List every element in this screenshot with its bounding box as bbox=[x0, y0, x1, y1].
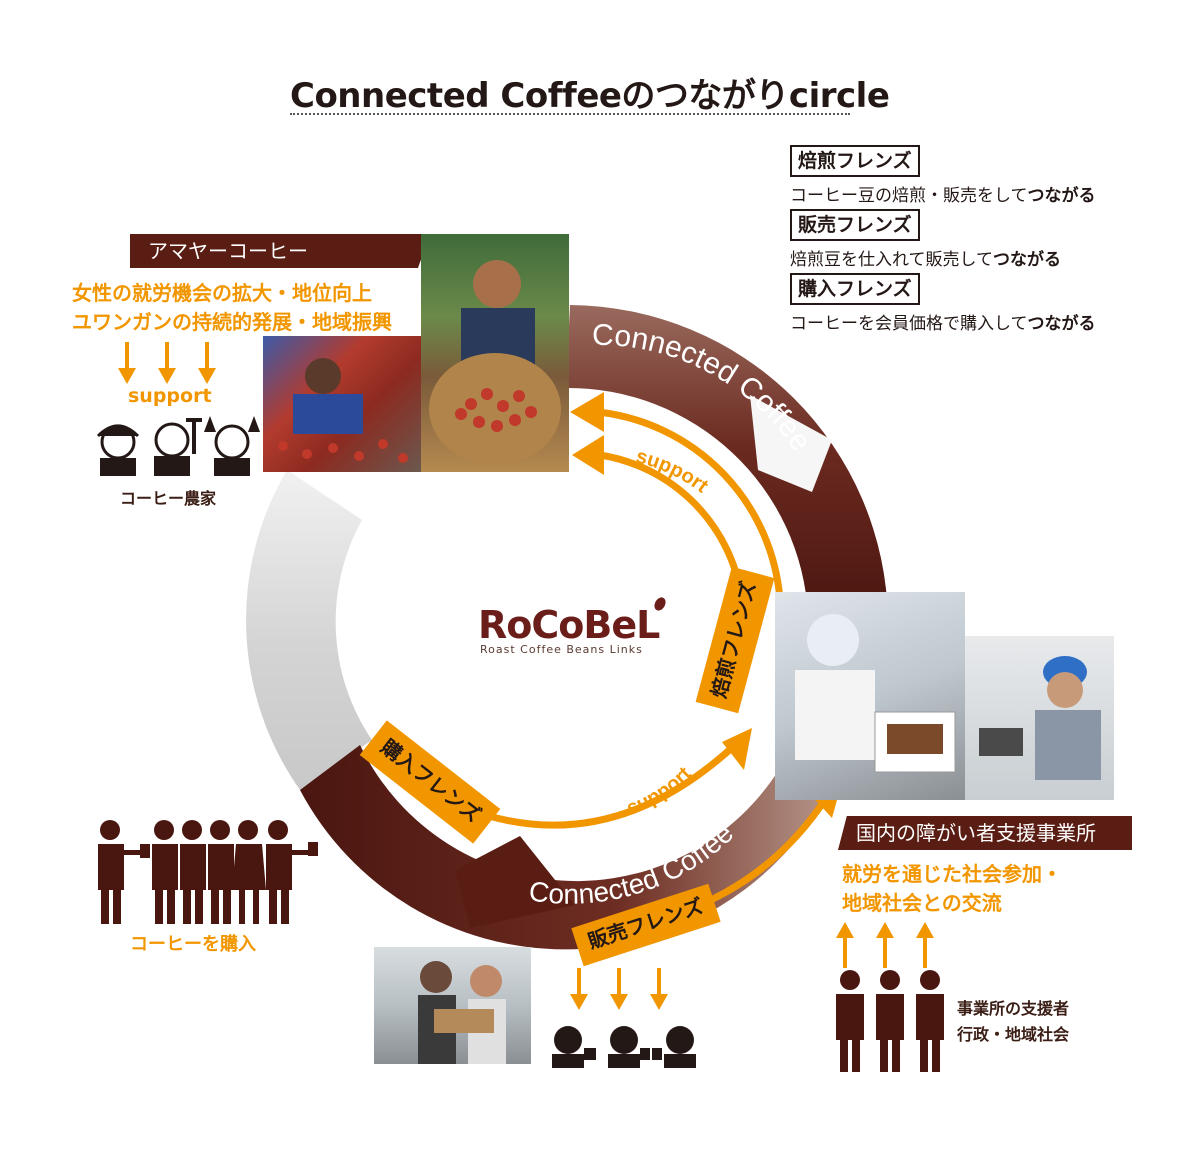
page-title: Connected Coffeeのつながりcircle bbox=[290, 76, 890, 116]
supporters-caption-2: 行政・地域社会 bbox=[957, 1025, 1070, 1044]
support-arrow-bottom bbox=[468, 742, 738, 829]
ring-arrow-head-top bbox=[750, 395, 832, 492]
tag-buy-banner bbox=[359, 720, 501, 844]
up-arrow-icon bbox=[836, 922, 934, 968]
legend-tag-sell: 販売フレンズ bbox=[790, 209, 920, 241]
support-bottom-label: support bbox=[624, 763, 696, 820]
legend-tag-roast: 焙煎フレンズ bbox=[790, 145, 920, 177]
roasting-work-photo bbox=[775, 592, 965, 800]
legend-desc-sell: 焙煎豆を仕入れて販売してつながる bbox=[790, 245, 1061, 270]
legend-desc-buy-text: コーヒーを会員価格で購入して bbox=[790, 314, 1028, 334]
tag-roast-banner bbox=[695, 566, 775, 714]
facility-line-1: 就労を通じた社会参加・ bbox=[842, 862, 1062, 886]
title-underline bbox=[290, 113, 850, 115]
sell-arrow bbox=[698, 793, 831, 909]
legend-desc-buy-em: つながる bbox=[1027, 314, 1096, 334]
supporter-people-icon bbox=[836, 970, 944, 1072]
legend-desc-buy: コーヒーを会員価格で購入してつながる bbox=[790, 309, 1096, 334]
down-arrow-icon bbox=[118, 342, 216, 384]
support-arrow-top-outer bbox=[597, 408, 784, 601]
amaya-band: アマヤーコーヒー bbox=[130, 234, 430, 268]
rocobel-logo: RoCoBeL bbox=[478, 603, 660, 647]
support-arrow-top-outer-head bbox=[570, 392, 604, 432]
legend-desc-roast: コーヒー豆の焙煎・販売をしてつながる bbox=[790, 181, 1096, 206]
support-arrow-bottom-head bbox=[722, 728, 752, 770]
farmer-caption: コーヒー農家 bbox=[120, 489, 217, 508]
ring-arc-bottom bbox=[300, 740, 830, 950]
shop-sellers-photo bbox=[374, 947, 531, 1064]
legend-desc-sell-em: つながる bbox=[992, 250, 1061, 270]
legend-desc-roast-em: つながる bbox=[1027, 186, 1096, 206]
rocobel-tagline: Roast Coffee Beans Links bbox=[480, 643, 643, 656]
ring-arrow-head-bottom bbox=[455, 836, 575, 928]
amaya-line-1: 女性の就労機会の拡大・地位向上 bbox=[72, 281, 372, 305]
farmer-people-icon bbox=[96, 416, 260, 476]
purchase-caption: コーヒーを購入 bbox=[130, 934, 256, 955]
legend-tag-buy: 購入フレンズ bbox=[790, 273, 920, 305]
farm-sorting-photo bbox=[263, 336, 425, 472]
coffee-drinker-icon bbox=[552, 1026, 696, 1068]
amaya-support-label: support bbox=[128, 385, 212, 407]
facility-worker-photo bbox=[965, 636, 1114, 800]
coffee-bean-icon bbox=[654, 597, 666, 611]
amaya-line-2: ユワンガンの持続的発展・地域振興 bbox=[72, 310, 392, 334]
supporters-caption-1: 事業所の支援者 bbox=[957, 999, 1070, 1018]
ring-arc-top-right bbox=[566, 305, 888, 620]
support-arrow-top-inner-head bbox=[572, 435, 604, 475]
ring-arc-left bbox=[246, 470, 372, 790]
business-people-icon bbox=[98, 820, 318, 924]
legend-desc-sell-text: 焙煎豆を仕入れて販売して bbox=[790, 250, 993, 270]
farmer-basket-photo bbox=[421, 234, 569, 472]
tag-sell-banner bbox=[571, 883, 721, 967]
facility-line-2: 地域社会との交流 bbox=[842, 891, 1002, 915]
legend-desc-roast-text: コーヒー豆の焙煎・販売をして bbox=[790, 186, 1028, 206]
facility-band: 国内の障がい者支援事業所 bbox=[838, 816, 1132, 850]
sell-down-arrow-icon bbox=[570, 968, 668, 1010]
